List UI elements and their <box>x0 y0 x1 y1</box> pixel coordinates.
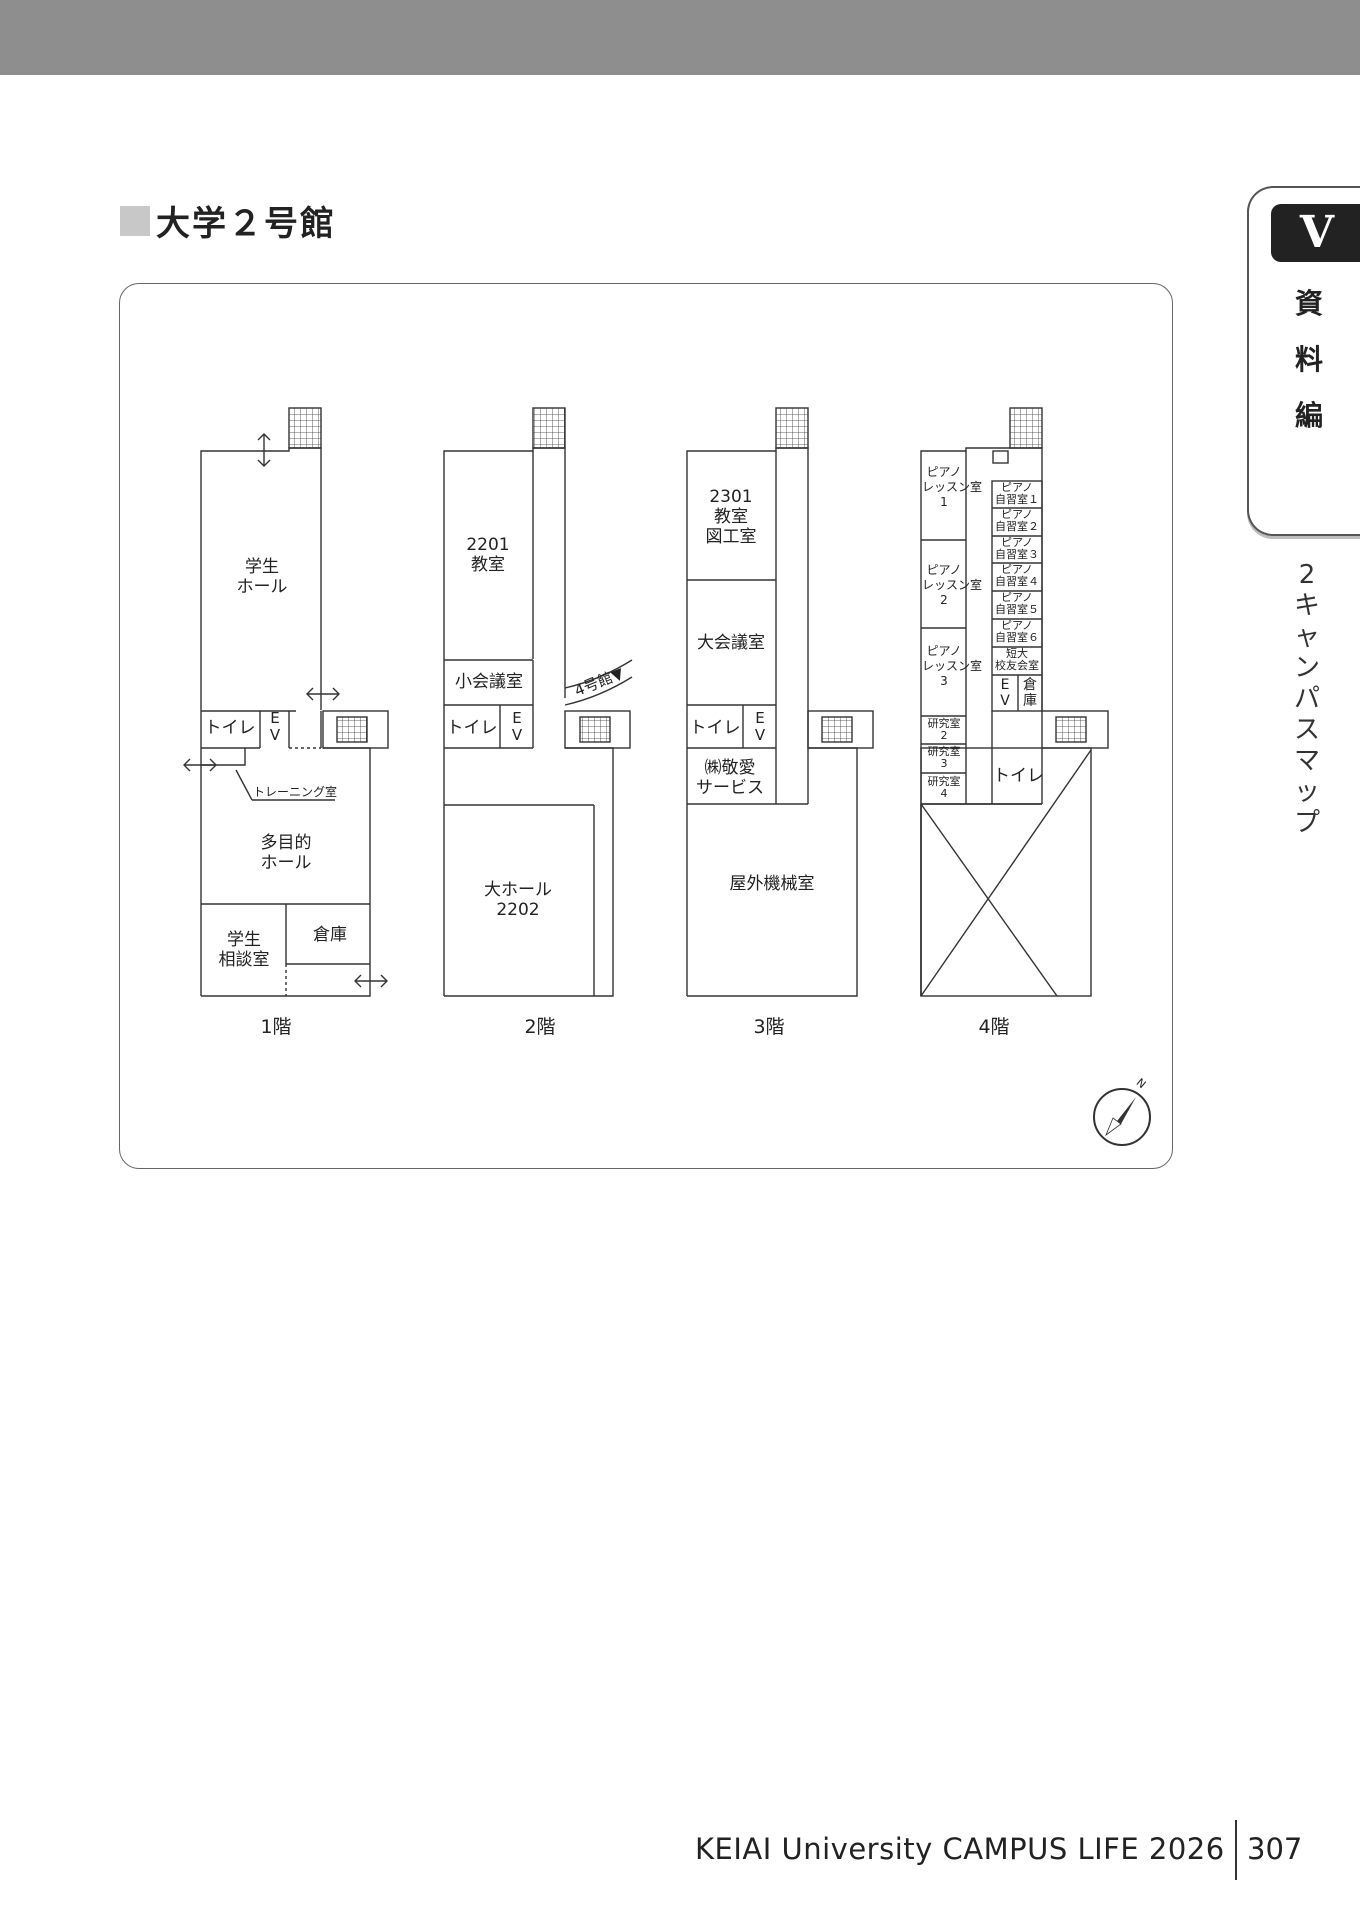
section-char: 編 <box>1294 399 1323 432</box>
room-label: E V <box>754 709 766 744</box>
room-label: 大会議室 <box>697 633 765 653</box>
page-title: 大学２号館 <box>120 196 336 245</box>
subtitle-char: 2 <box>1298 560 1316 590</box>
room-label: ピアノ 自習室２ <box>995 508 1039 533</box>
room-label: 2301 教室 図工室 <box>705 487 757 547</box>
room-label: 大ホール 2202 <box>484 880 552 920</box>
room-label: ピアノ 自習室３ <box>995 536 1039 561</box>
floor-caption: 4階 <box>978 1016 1010 1038</box>
subtitle-char: ン <box>1293 653 1320 683</box>
room-label: 多目的 ホール <box>260 833 312 873</box>
floor-3-plan <box>686 407 874 997</box>
room-label: ピアノ レッスン室 2 <box>922 563 983 607</box>
subtitle-char: プ <box>1293 808 1320 838</box>
title-square-icon <box>120 205 150 236</box>
floor-map-frame <box>119 283 1173 1169</box>
room-label: ピアノ レッスン室 3 <box>922 644 983 688</box>
room-label: ピアノ 自習室５ <box>995 591 1039 616</box>
room-label: ㈱敬愛 サービス <box>696 758 764 798</box>
floor-caption: 1階 <box>260 1016 292 1038</box>
floor-1-plan <box>183 407 389 997</box>
section-tab[interactable]: V 資 料 編 <box>1247 186 1360 536</box>
title-text: 大学２号館 <box>156 204 336 244</box>
room-label: トレーニング室 <box>252 785 337 799</box>
room-label: 学生 ホール <box>236 557 288 597</box>
room-label: トイレ <box>993 766 1044 786</box>
subtitle-char: ッ <box>1293 777 1320 807</box>
room-label: 倉庫 <box>313 925 347 945</box>
subtitle-char: マ <box>1293 746 1320 776</box>
room-label: 研究室 3 <box>927 745 961 770</box>
subtitle-char: ャ <box>1293 622 1320 652</box>
room-label: E V <box>269 709 281 744</box>
room-label: ピアノ レッスン室 1 <box>922 465 983 509</box>
floor-2-plan <box>443 407 633 997</box>
subtitle-char: ス <box>1293 715 1320 745</box>
floor-caption: 3階 <box>753 1016 785 1038</box>
subtitle-char: パ <box>1293 684 1320 714</box>
section-title: 資 料 編 <box>1289 276 1329 444</box>
room-label: E V <box>1000 677 1010 709</box>
room-label: 短大 校友会室 <box>995 647 1039 672</box>
top-header-bar <box>0 0 1360 75</box>
room-label: 小会議室 <box>455 672 523 692</box>
room-label: トイレ <box>689 718 741 738</box>
room-label: 研究室 4 <box>927 775 961 800</box>
room-label: ピアノ 自習室１ <box>995 481 1039 506</box>
room-label: 倉 庫 <box>1023 677 1037 709</box>
room-label: トイレ <box>204 718 256 738</box>
chapter-subtitle: 2 キ ャ ン パ ス マ ッ プ <box>1290 560 1324 839</box>
room-label: 2201 教室 <box>466 535 510 575</box>
section-char: 料 <box>1294 343 1323 376</box>
floor-caption: 2階 <box>524 1016 556 1038</box>
room-label: トイレ <box>446 718 498 738</box>
footer-divider <box>1235 1820 1237 1880</box>
subtitle-char: キ <box>1293 591 1320 621</box>
compass-icon <box>1093 1088 1151 1146</box>
section-char: 資 <box>1294 287 1323 320</box>
room-label: 学生 相談室 <box>218 930 270 970</box>
page-number: 307 <box>1247 1832 1303 1866</box>
room-label: 屋外機械室 <box>729 874 815 894</box>
room-label: 研究室 2 <box>927 717 961 742</box>
footer-title: KEIAI University CAMPUS LIFE 2026 <box>695 1832 1225 1866</box>
floor-4-plan <box>920 407 1109 997</box>
room-label: ピアノ 自習室４ <box>995 563 1039 588</box>
room-label: E V <box>511 709 523 744</box>
room-label: ピアノ 自習室６ <box>995 619 1039 644</box>
section-roman-numeral: V <box>1271 204 1360 262</box>
